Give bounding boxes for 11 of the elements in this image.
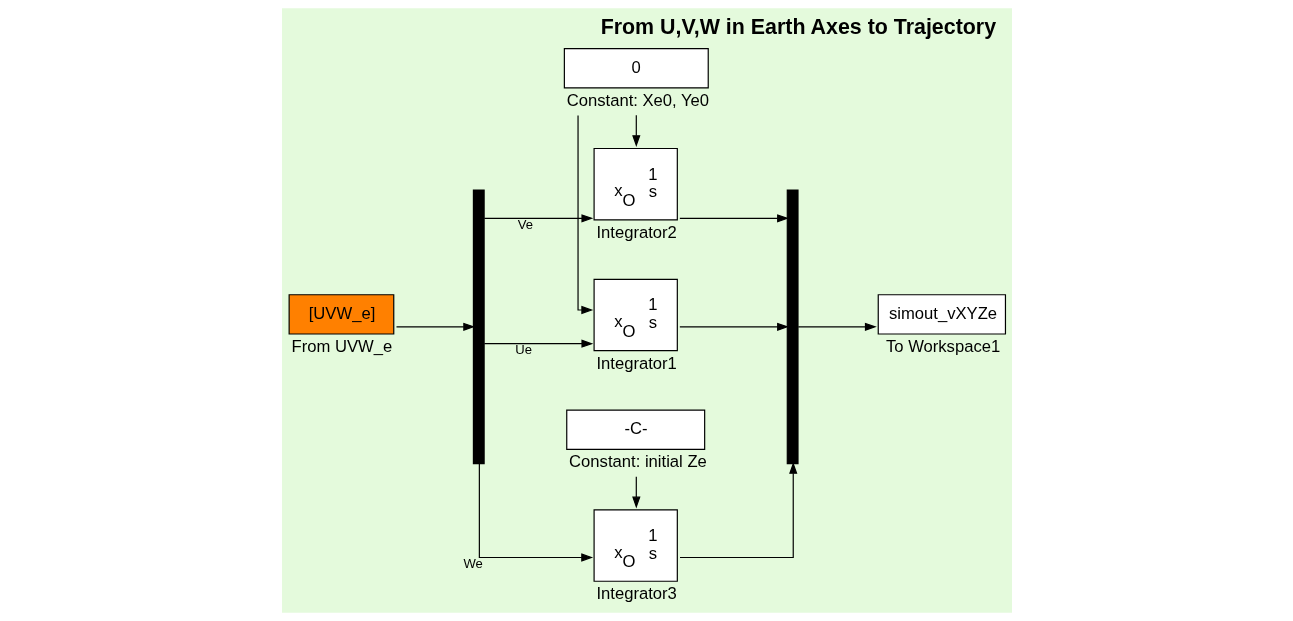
node-label: To Workspace1 bbox=[885, 337, 1000, 357]
node-label: Integrator3 bbox=[595, 584, 677, 604]
node-label: Integrator1 bbox=[595, 353, 677, 373]
edge-label: We bbox=[462, 555, 483, 571]
node-label: Constant: Xe0, Ye0 bbox=[566, 90, 709, 110]
node-label: Integrator2 bbox=[595, 222, 677, 242]
diagram-title: From U,V,W in Earth Axes to Trajectory bbox=[600, 14, 996, 39]
edge-label: Ve bbox=[517, 216, 533, 232]
node-label: From UVW_e bbox=[291, 337, 392, 357]
node-label: Constant: initial Ze bbox=[568, 452, 707, 472]
edge-label: Ue bbox=[514, 342, 532, 358]
